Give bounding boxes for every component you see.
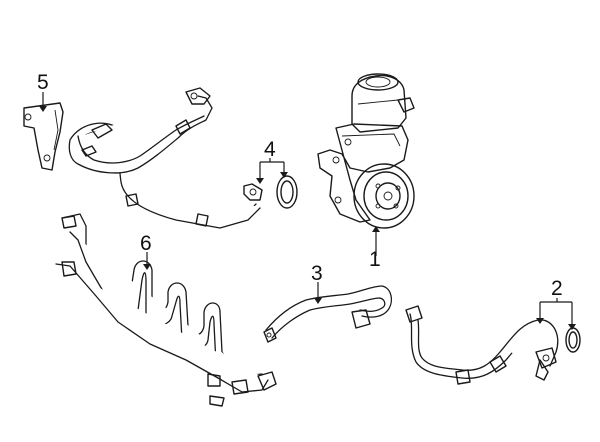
leader-3	[314, 282, 322, 304]
callout-1: 1	[369, 248, 381, 271]
callout-5: 5	[37, 71, 49, 94]
leader-2	[536, 298, 576, 330]
part-3-reservoir-hose[interactable]	[263, 285, 393, 343]
part-5-bracket[interactable]	[23, 102, 64, 171]
leader-5	[39, 92, 47, 112]
part-4-pressure-hose[interactable]	[68, 87, 263, 229]
callout-6: 6	[140, 232, 152, 255]
leader-4	[256, 158, 288, 184]
part-1-power-steering-pump[interactable]	[317, 73, 415, 229]
part-2-return-hose[interactable]	[405, 305, 559, 385]
leader-1	[372, 226, 380, 256]
callout-4: 4	[264, 138, 276, 161]
part-4-o-ring[interactable]	[276, 175, 298, 209]
callout-3: 3	[311, 262, 323, 285]
leader-6	[143, 252, 151, 270]
part-6-cooler-tube[interactable]	[55, 213, 277, 407]
part-2-o-ring[interactable]	[565, 327, 581, 353]
callout-2: 2	[551, 277, 563, 300]
